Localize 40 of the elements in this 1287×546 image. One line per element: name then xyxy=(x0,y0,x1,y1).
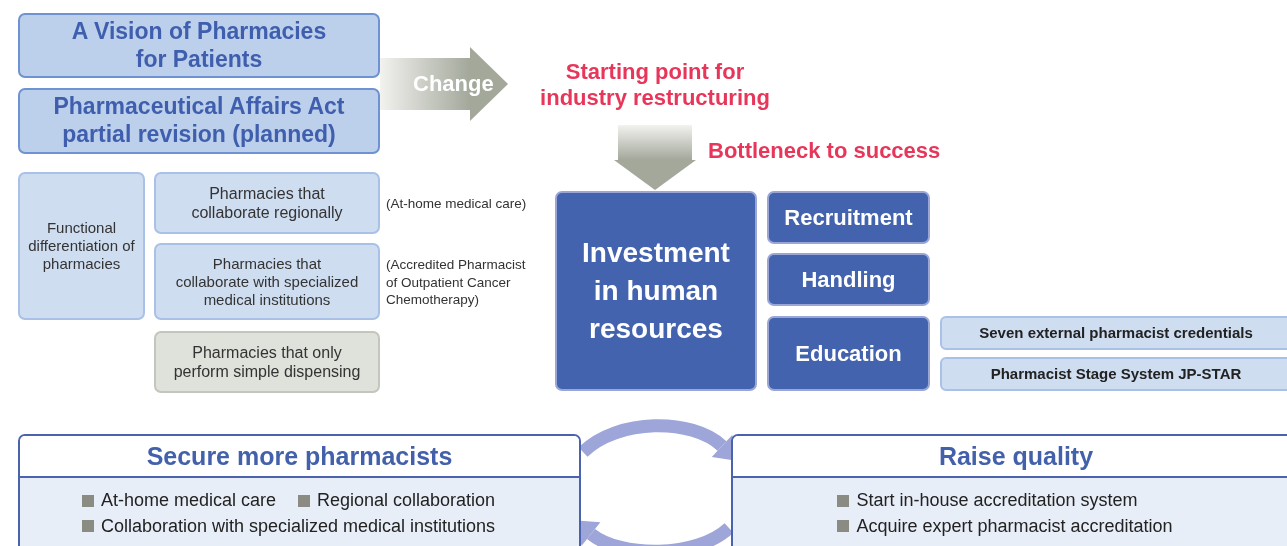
pharmacy-type-box xyxy=(154,331,380,393)
goal-panel xyxy=(18,434,581,546)
goal-panel xyxy=(731,434,1287,546)
bullet-text: Collaboration with specialized medical institutions xyxy=(100,514,496,538)
box-label: Functional differentiation of pharmacies xyxy=(28,219,135,273)
note-text: (Accredited Pharmacist of Outpatient Cancer Chemotherapy) xyxy=(386,256,526,309)
pharmacy-type-box xyxy=(154,243,380,320)
block-arrow xyxy=(614,125,696,190)
callout-text: Bottleneck to success xyxy=(708,138,941,164)
box-label: Seven external pharmacist credentials xyxy=(979,324,1253,342)
bullet-text: Regional collaboration xyxy=(316,489,496,512)
bullet-text: At-home medical care xyxy=(100,489,276,512)
box-label: Pharmacies that collaborate with specialized medical institutions xyxy=(174,254,360,309)
box-label: Pharmacies that collaborate regionally xyxy=(190,183,344,223)
block-arrow xyxy=(380,47,508,121)
box-label: Pharmacies that only perform simple dispensing xyxy=(172,342,362,382)
heading-box xyxy=(18,88,380,154)
highlight-text: Starting point for industry restructuring xyxy=(539,58,771,112)
box-label: Education xyxy=(795,339,902,368)
pharmacy-type-box xyxy=(154,172,380,234)
category-box xyxy=(767,316,930,391)
box-label: Investment in human resources xyxy=(581,236,731,346)
category-box xyxy=(767,191,930,244)
panel-heading: Raise quality xyxy=(938,441,1094,471)
edge-label: Change xyxy=(413,71,494,97)
box-label: Pharmacist Stage System JP-STAR xyxy=(990,365,1242,383)
box-label: Handling xyxy=(801,265,896,294)
bullet-text: Start in-house accreditation system xyxy=(856,489,1138,512)
category-box xyxy=(767,253,930,306)
note-text: (At-home medical care) xyxy=(386,195,528,213)
box-label: Pharmaceutical Affairs Act partial revision (planned) xyxy=(52,93,346,149)
bullet-text: Acquire expert pharmacist accreditation xyxy=(856,514,1173,538)
box-label: Recruitment xyxy=(784,203,913,232)
focus-box xyxy=(555,191,757,391)
credential-box xyxy=(940,357,1287,391)
heading-box xyxy=(18,13,380,78)
box-label: A Vision of Pharmacies for Patients xyxy=(70,17,328,74)
panel-heading: Secure more pharmacists xyxy=(146,441,453,471)
category-box xyxy=(18,172,145,320)
credential-box xyxy=(940,316,1287,350)
